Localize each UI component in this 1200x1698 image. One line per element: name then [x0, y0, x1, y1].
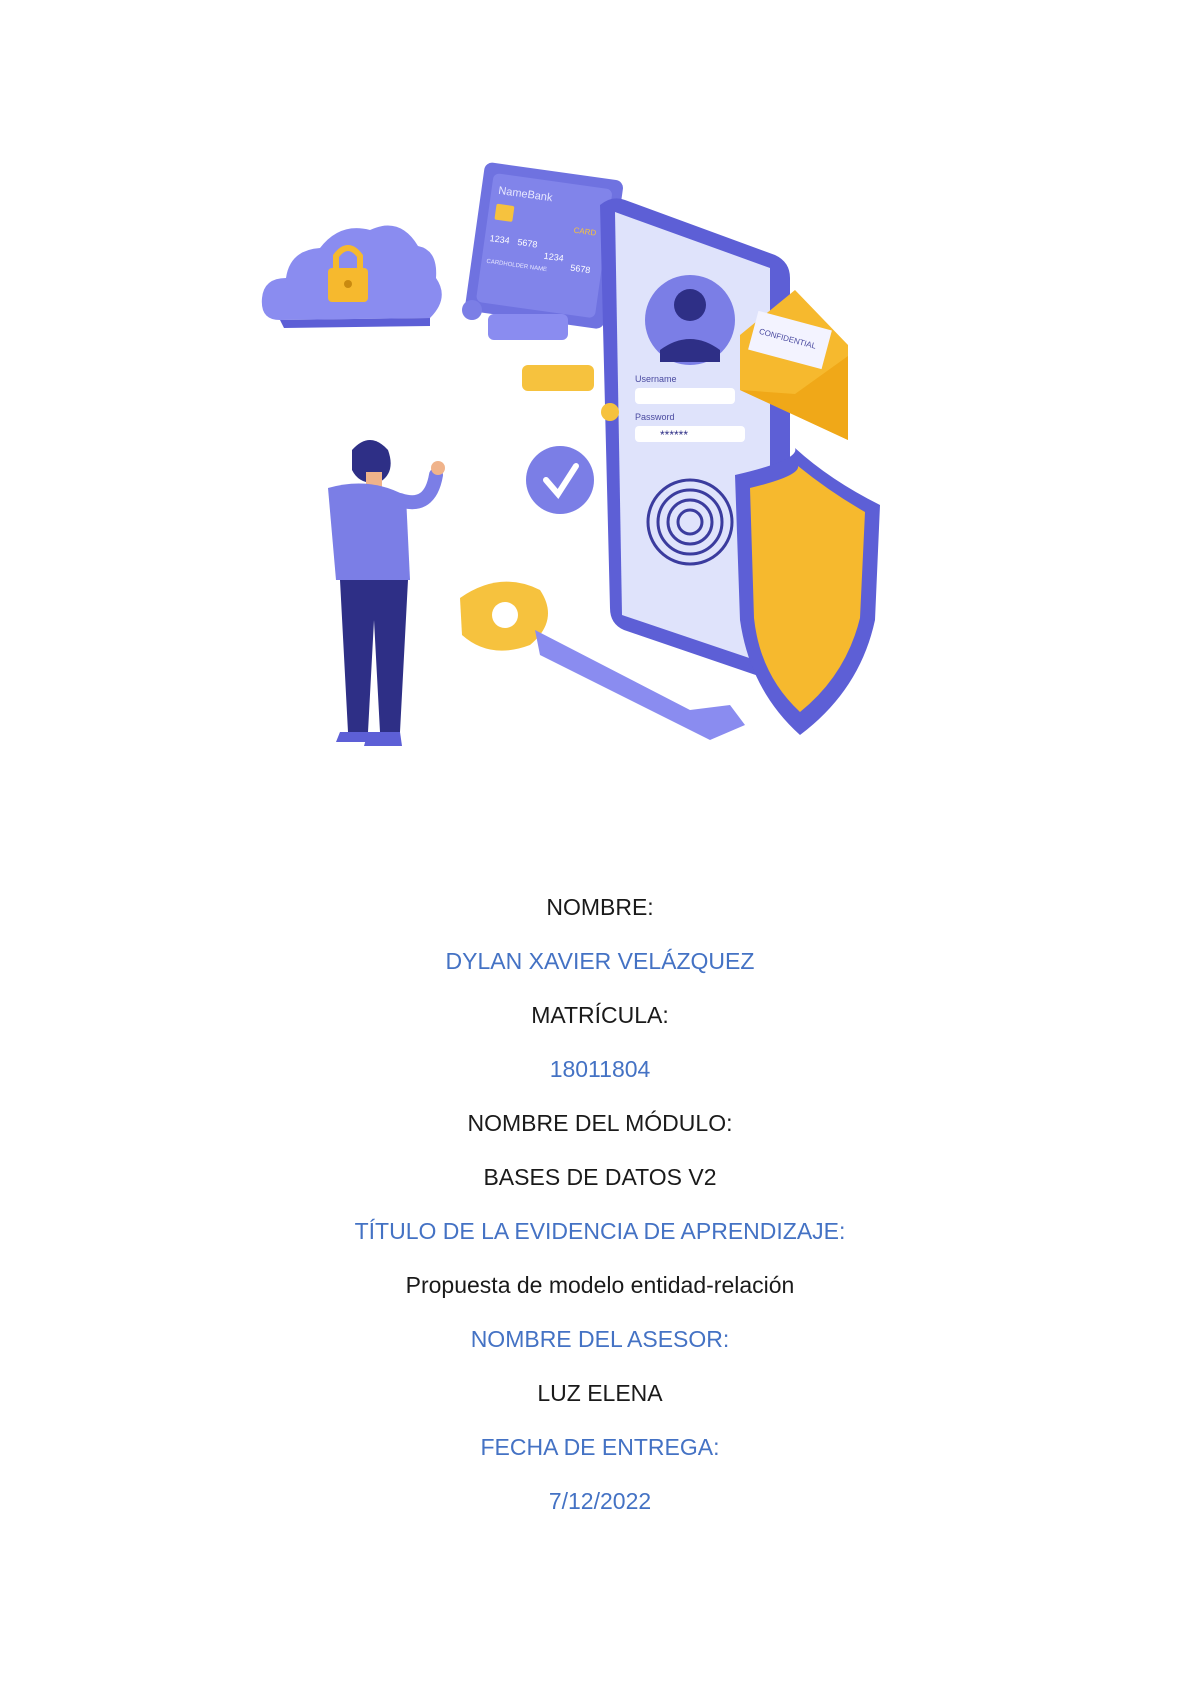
- card-number-3: 1234: [543, 251, 564, 264]
- card-number-1: 1234: [489, 233, 510, 246]
- security-illustration: NameBank 1234 5678 1234 5678 CARD CARDHO…: [261, 162, 880, 746]
- id-label: MATRÍCULA:: [531, 1002, 669, 1028]
- person-figure: [328, 440, 445, 746]
- key-icon: [460, 581, 745, 740]
- name-value: DYLAN XAVIER VELÁZQUEZ: [445, 948, 755, 974]
- card-label: CARD: [573, 226, 597, 238]
- username-field: [635, 388, 735, 404]
- password-label: Password: [635, 412, 675, 422]
- envelope-icon: CONFIDENTIAL: [740, 290, 848, 440]
- module-label: NOMBRE DEL MÓDULO:: [467, 1110, 733, 1136]
- evidence-value: Propuesta de modelo entidad-relación: [405, 1272, 795, 1298]
- shield-icon: [735, 448, 880, 735]
- cloud-lock-icon: [261, 225, 442, 328]
- check-shield-icon: [526, 446, 594, 514]
- advisor-value: LUZ ELENA: [537, 1380, 663, 1406]
- chat-bubbles: [462, 300, 619, 421]
- date-label: FECHA DE ENTREGA:: [480, 1434, 720, 1460]
- advisor-label: NOMBRE DEL ASESOR:: [470, 1326, 730, 1352]
- evidence-label: TÍTULO DE LA EVIDENCIA DE APRENDIZAJE:: [354, 1218, 846, 1244]
- credit-card-icon: NameBank 1234 5678 1234 5678 CARD CARDHO…: [465, 162, 623, 329]
- user-avatar-icon: [645, 275, 735, 365]
- username-label: Username: [635, 374, 677, 384]
- id-value: 18011804: [549, 1056, 651, 1082]
- card-number-2: 5678: [517, 237, 538, 250]
- date-value: 7/12/2022: [548, 1488, 652, 1514]
- card-number-4: 5678: [570, 263, 591, 276]
- name-label: NOMBRE:: [546, 894, 654, 920]
- password-field: [635, 426, 745, 442]
- module-value: BASES DE DATOS V2: [483, 1164, 717, 1190]
- cover-info: NOMBRE: DYLAN XAVIER VELÁZQUEZ MATRÍCULA…: [0, 880, 1200, 1528]
- fingerprint-icon: [646, 478, 734, 566]
- password-mask: ******: [660, 428, 688, 442]
